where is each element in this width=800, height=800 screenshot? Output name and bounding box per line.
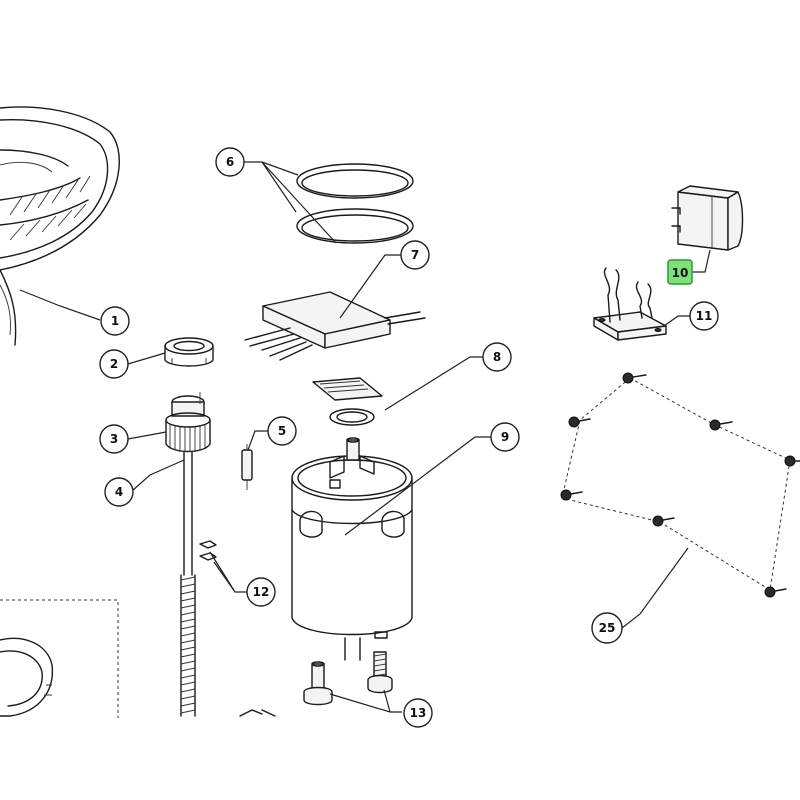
svg-text:7: 7 bbox=[411, 248, 419, 262]
part-small-pin bbox=[241, 444, 253, 490]
part-clips bbox=[199, 540, 217, 561]
callout-11: 11 bbox=[689, 301, 719, 331]
part-switch-block bbox=[671, 185, 744, 251]
svg-text:25: 25 bbox=[599, 621, 616, 635]
svg-text:12: 12 bbox=[253, 585, 270, 599]
part-knurled-gear bbox=[165, 392, 211, 453]
callout-10-highlighted: 10 bbox=[667, 259, 693, 285]
svg-text:11: 11 bbox=[696, 309, 713, 323]
part-housing-shell bbox=[0, 106, 120, 346]
callout-13: 13 bbox=[403, 698, 433, 728]
callout-6: 6 bbox=[215, 147, 245, 177]
svg-text:10: 10 bbox=[672, 266, 689, 280]
callout-3: 3 bbox=[99, 424, 129, 454]
svg-text:9: 9 bbox=[501, 430, 509, 444]
part-o-rings bbox=[296, 163, 414, 244]
part-screw-set bbox=[560, 372, 800, 598]
svg-text:8: 8 bbox=[493, 350, 501, 364]
callout-5: 5 bbox=[267, 416, 297, 446]
svg-text:3: 3 bbox=[110, 432, 118, 446]
callout-4: 4 bbox=[104, 477, 134, 507]
part-control-module bbox=[244, 291, 426, 361]
svg-text:2: 2 bbox=[110, 357, 118, 371]
callout-2: 2 bbox=[99, 349, 129, 379]
svg-text:6: 6 bbox=[226, 155, 234, 169]
part-motor-screws bbox=[239, 651, 393, 717]
part-lower-assembly bbox=[0, 599, 119, 718]
part-threaded-shaft bbox=[180, 451, 196, 717]
callout-9: 9 bbox=[490, 422, 520, 452]
svg-text:1: 1 bbox=[111, 314, 119, 328]
callout-8: 8 bbox=[482, 342, 512, 372]
callout-7: 7 bbox=[400, 240, 430, 270]
part-collar-ring bbox=[164, 337, 214, 367]
svg-text:5: 5 bbox=[278, 424, 286, 438]
part-clip-bracket bbox=[593, 267, 667, 341]
svg-text:13: 13 bbox=[410, 706, 427, 720]
callout-12: 12 bbox=[246, 577, 276, 607]
part-motor bbox=[291, 437, 413, 661]
svg-text:4: 4 bbox=[115, 485, 123, 499]
leader-lines bbox=[19, 161, 711, 713]
part-mount-plate bbox=[312, 377, 383, 426]
callout-1: 1 bbox=[100, 306, 130, 336]
callout-25: 25 bbox=[591, 612, 623, 644]
